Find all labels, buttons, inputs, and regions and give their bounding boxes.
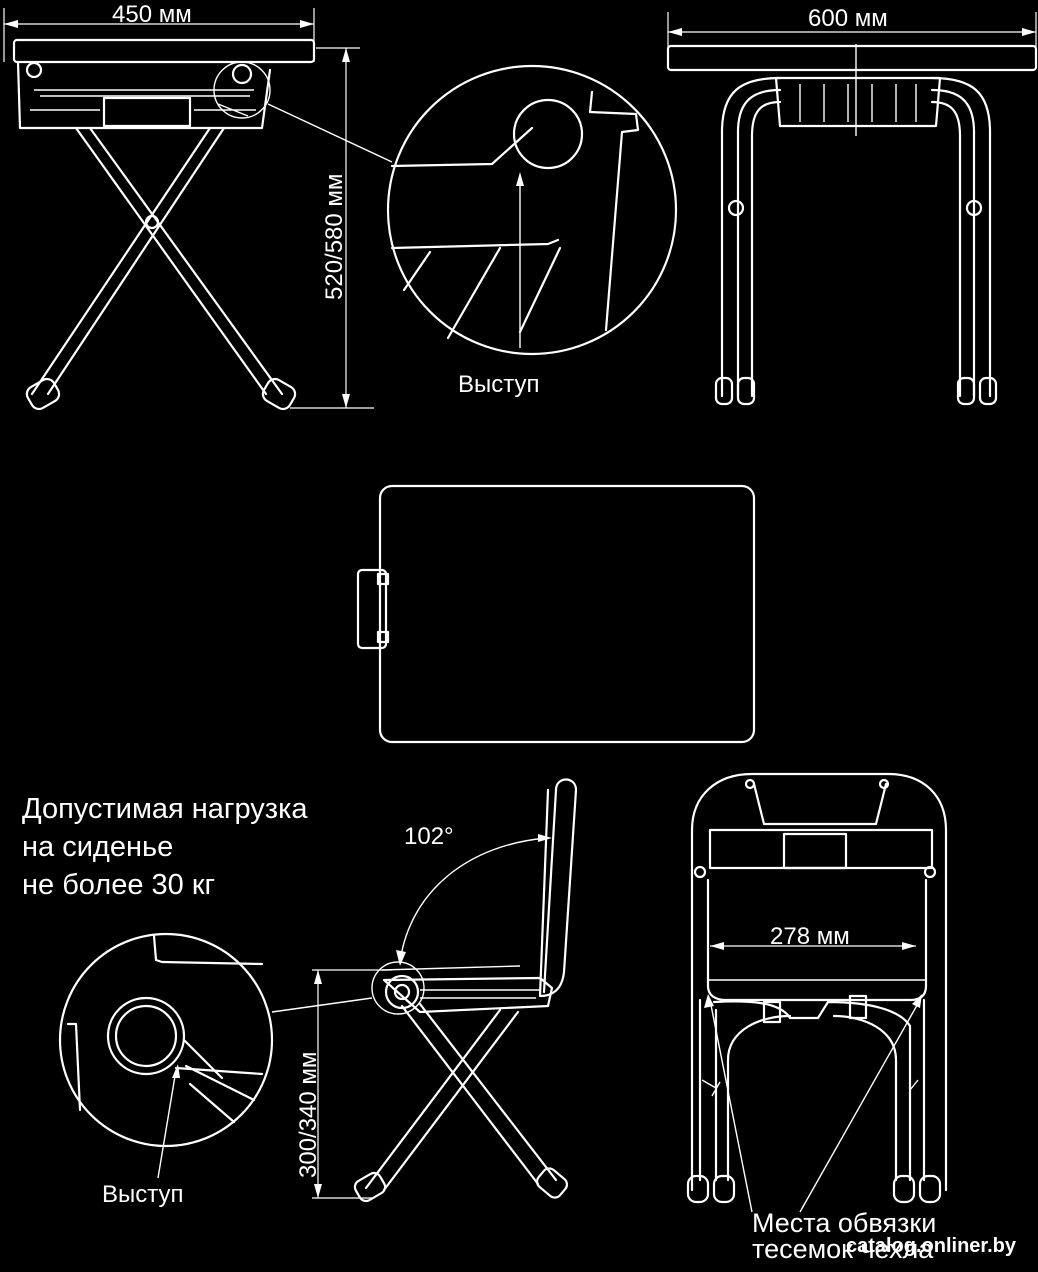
load-note-line: Допустимая нагрузка (22, 793, 308, 825)
chair-side-view: 102° 300/340 мм (271, 778, 578, 1203)
tie-points-line: Места обвязки (752, 1208, 937, 1238)
watermark: catalog.onliner.by (845, 1235, 1016, 1257)
chair-height-dimension: 300/340 мм (295, 1052, 322, 1178)
table-protrusion-label: Выступ (458, 371, 540, 398)
tie-points-line: тесемок чехла (752, 1234, 934, 1264)
tie-points-label: Места обвязки тесемок чехла (752, 1208, 937, 1264)
chair-protrusion-label: Выступ (102, 1181, 184, 1208)
chair-detail-magnifier: Выступ (58, 932, 274, 1208)
table-depth-dimension: 450 мм (112, 1, 192, 28)
table-width-dimension: 600 мм (808, 5, 888, 32)
load-note-line: не более 30 кг (22, 869, 216, 901)
load-note: Допустимая нагрузка на сиденье не более … (22, 790, 382, 904)
chair-front-view: 278 мм (686, 772, 948, 1213)
table-height-dimension: 520/580 мм (321, 174, 348, 300)
table-side-view: 450 мм 520/580 мм (3, 1, 393, 411)
backrest-angle-label: 102° (404, 823, 454, 850)
table-front-view: 600 мм (666, 5, 1038, 406)
chair-width-dimension: 278 мм (770, 923, 850, 950)
load-note-line: на сиденье (22, 831, 174, 863)
table-top-view (356, 484, 756, 744)
table-detail-magnifier: Выступ (386, 64, 678, 398)
